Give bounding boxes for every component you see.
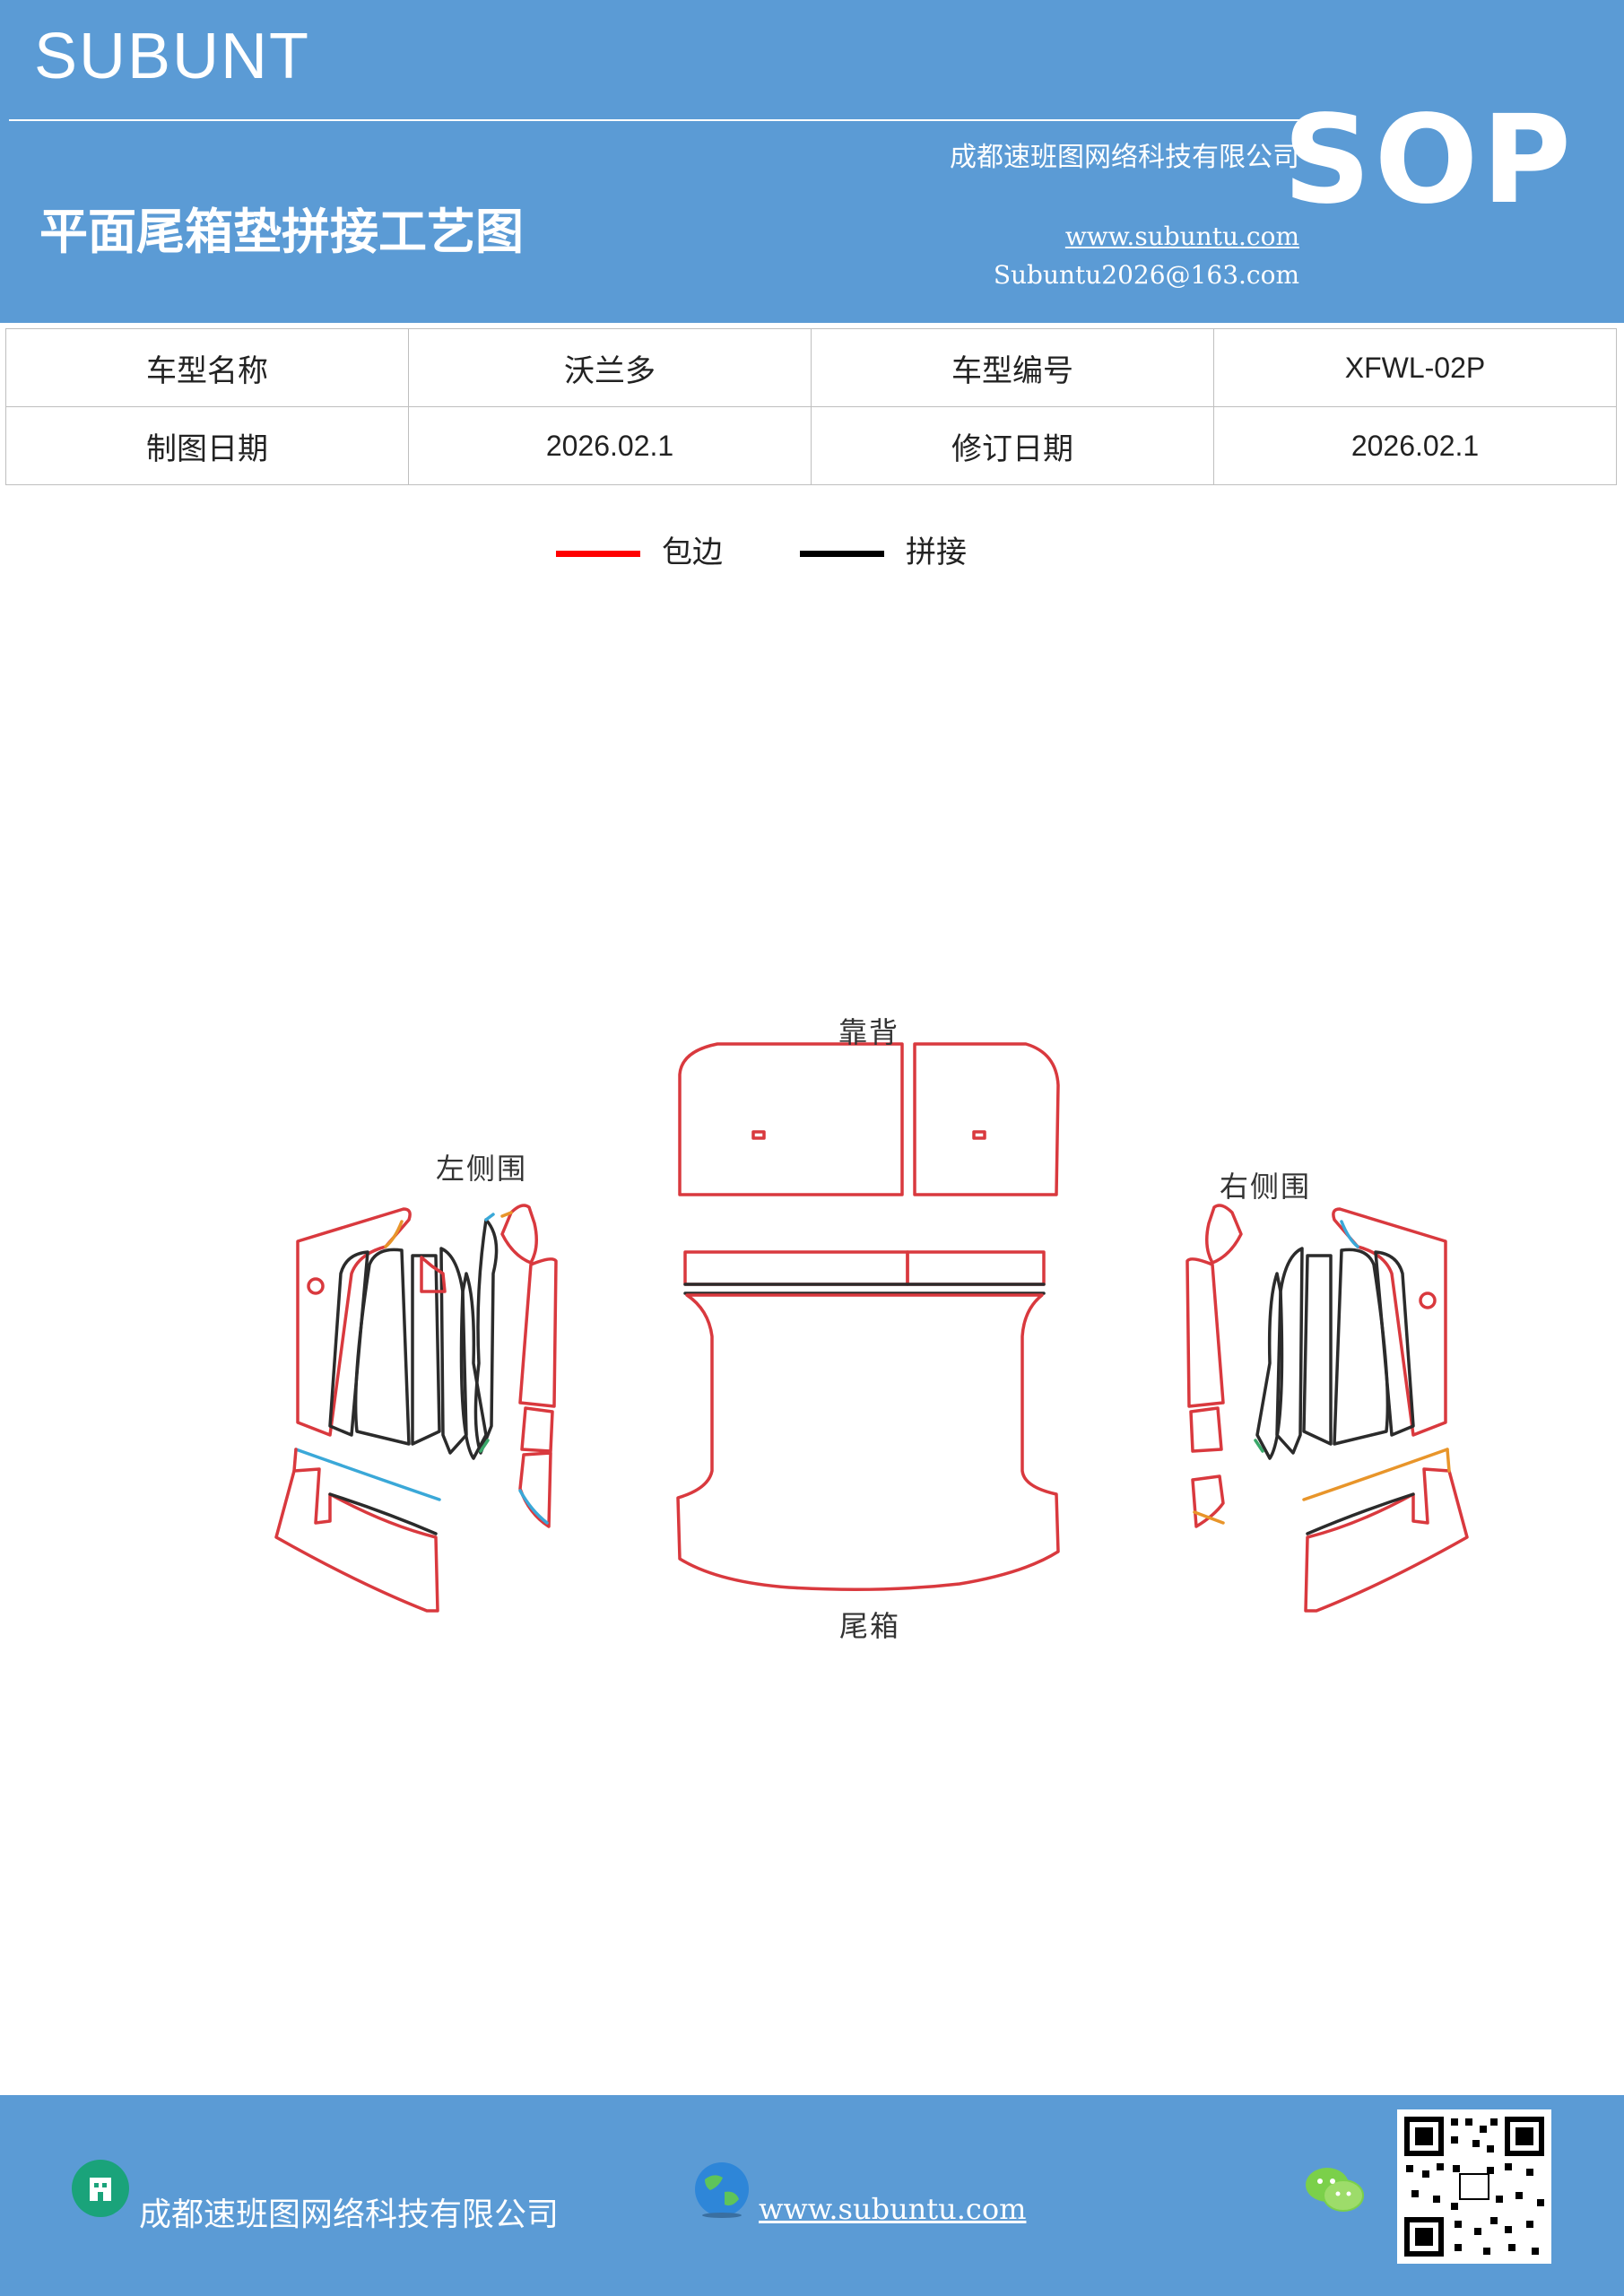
brand-logo-text: SUBUNT xyxy=(34,21,311,92)
left-pillar-foot-blue xyxy=(518,1489,549,1525)
backrest-left-slot xyxy=(751,1130,766,1140)
left-green-edge xyxy=(479,1439,490,1453)
building-icon xyxy=(72,2160,129,2217)
left-pillar-upper xyxy=(500,1204,538,1265)
legend-swatch-black xyxy=(800,551,884,557)
legend-label: 包边 xyxy=(662,535,723,570)
right-blue-edge xyxy=(1340,1220,1359,1248)
backrest-left-panel xyxy=(678,1042,904,1196)
legend-swatch-red xyxy=(556,551,640,557)
table-cell: 车型编号 xyxy=(811,328,1214,407)
right-pillar-foot xyxy=(1191,1474,1225,1528)
company-name: 成都速班图网络科技有限公司 xyxy=(950,142,1299,173)
left-blue-edge xyxy=(484,1213,495,1222)
right-pillar-foot-orange xyxy=(1193,1510,1225,1525)
left-inner-4 xyxy=(439,1247,468,1455)
right-pillar-low xyxy=(1189,1406,1223,1453)
website-link[interactable]: www.subuntu.com xyxy=(1064,222,1299,251)
left-lower-seam-2 xyxy=(294,1448,441,1501)
table-row: 车型名称 沃兰多 车型编号 XFWL-02P xyxy=(5,328,1617,407)
email-address: Subuntu2026@163.com xyxy=(993,260,1299,290)
left-side-panels xyxy=(274,1204,558,1613)
footer-banner: 成都速班图网络科技有限公司 www.subuntu.com xyxy=(0,2095,1624,2296)
right-inner-4 xyxy=(1275,1247,1304,1455)
strip-right xyxy=(906,1250,1046,1286)
table-cell: 2026.02.1 xyxy=(1213,406,1617,485)
right-pillar-mid xyxy=(1185,1257,1225,1408)
wechat-icon xyxy=(1302,2163,1367,2217)
right-lower-seam-1 xyxy=(1306,1492,1415,1535)
left-red-small xyxy=(420,1256,447,1293)
right-inner-2 xyxy=(1333,1248,1390,1446)
left-pillar-upper-orange xyxy=(500,1211,513,1218)
right-side-panels xyxy=(1185,1204,1469,1613)
header-banner: SUBUNT 成都速班图网络科技有限公司 平面尾箱垫拼接工艺图 www.subu… xyxy=(0,0,1624,323)
left-pillar-low xyxy=(520,1406,554,1453)
backrest-right-slot xyxy=(972,1130,986,1140)
table-cell: XFWL-02P xyxy=(1213,328,1617,407)
label-backrest: 靠背 xyxy=(838,1015,900,1049)
left-hole xyxy=(307,1277,325,1295)
right-lower-panel xyxy=(1304,1467,1469,1613)
right-pillar-upper xyxy=(1205,1204,1243,1265)
vehicle-info-table: 车型名称 沃兰多 车型编号 XFWL-02P 制图日期 2026.02.1 修订… xyxy=(5,328,1617,485)
right-lower-seam-3 xyxy=(1446,1448,1451,1473)
left-inner-5 xyxy=(459,1272,488,1460)
table-row: 制图日期 2026.02.1 修订日期 2026.02.1 xyxy=(5,406,1617,485)
left-inner-6 xyxy=(473,1218,499,1455)
right-inner-3 xyxy=(1302,1254,1333,1446)
backrest-right-panel xyxy=(913,1042,1060,1196)
label-right-side: 右侧围 xyxy=(1220,1170,1312,1204)
table-cell: 制图日期 xyxy=(5,406,409,485)
header-divider xyxy=(9,119,1300,121)
strip-left xyxy=(683,1250,909,1286)
left-inner-3 xyxy=(411,1254,441,1446)
middle-strips xyxy=(683,1250,1046,1295)
right-hole xyxy=(1419,1292,1437,1309)
backrest-panels xyxy=(678,1042,1060,1196)
trunk-mat-diagram: 靠背 尾箱 左侧围 右侧围 xyxy=(251,1004,1489,1668)
left-pillar-mid xyxy=(518,1257,558,1408)
label-trunk: 尾箱 xyxy=(839,1609,901,1643)
label-left-side: 左侧围 xyxy=(436,1152,528,1186)
left-inner-2 xyxy=(353,1248,411,1446)
document-title: 平面尾箱垫拼接工艺图 xyxy=(39,203,524,260)
table-cell: 修订日期 xyxy=(811,406,1214,485)
footer-company-name: 成都速班图网络科技有限公司 xyxy=(139,2196,560,2233)
globe-icon xyxy=(692,2160,751,2219)
legend-label: 拼接 xyxy=(906,535,967,570)
table-cell: 沃兰多 xyxy=(408,328,812,407)
legend-item-seam: 拼接 xyxy=(800,527,967,571)
legend-item-edge: 包边 xyxy=(556,527,723,571)
table-cell: 2026.02.1 xyxy=(408,406,812,485)
table-cell: 车型名称 xyxy=(5,328,409,407)
footer-website-link[interactable]: www.subuntu.com xyxy=(759,2192,1027,2226)
trunk-floor-panel xyxy=(676,1293,1060,1591)
sop-badge: SOP xyxy=(1282,90,1575,231)
right-inner-1 xyxy=(1374,1250,1415,1437)
left-lower-panel xyxy=(274,1467,439,1613)
left-pillar-foot xyxy=(518,1451,552,1528)
right-green-edge xyxy=(1254,1439,1264,1453)
left-lower-seam-1 xyxy=(328,1492,438,1535)
left-inner-1 xyxy=(328,1250,369,1437)
right-lower-seam-2 xyxy=(1302,1448,1449,1501)
right-inner-5 xyxy=(1255,1272,1284,1460)
left-orange-edge xyxy=(384,1220,404,1248)
left-lower-seam-3 xyxy=(292,1448,298,1473)
qr-code xyxy=(1397,2109,1551,2264)
diagram-svg xyxy=(274,1042,1469,1613)
